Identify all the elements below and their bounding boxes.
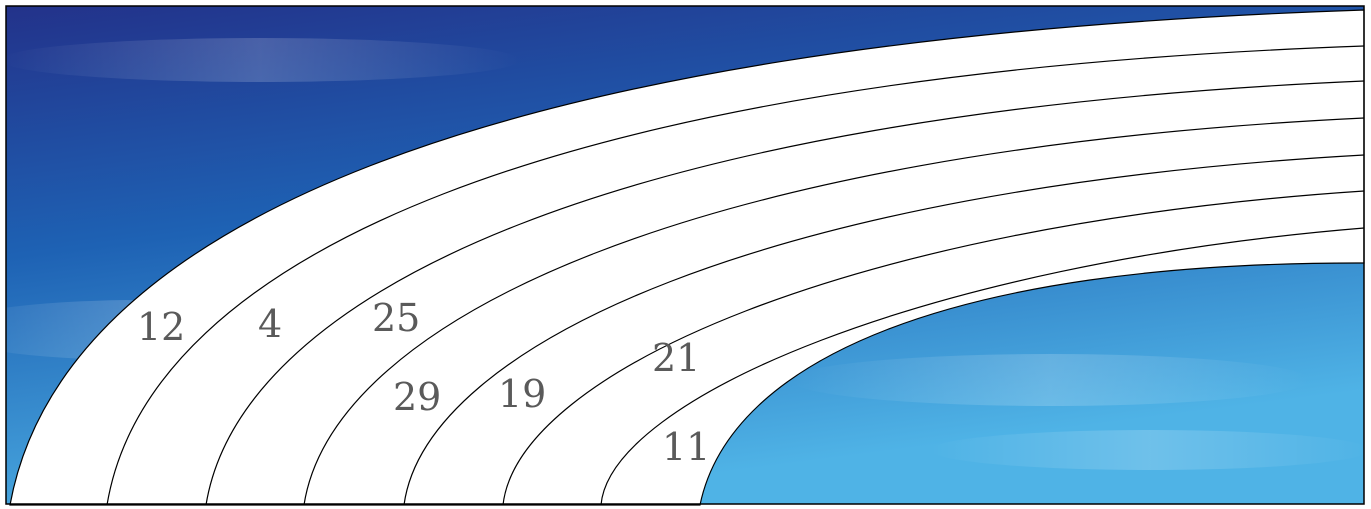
band-number-29: 29: [393, 375, 441, 419]
band-number-25: 25: [372, 296, 420, 340]
band-number-4: 4: [258, 302, 282, 346]
band-number-19: 19: [498, 372, 546, 416]
band-divider-line: [502, 190, 1365, 506]
band-number-21: 21: [652, 336, 700, 380]
band-divider-line: [205, 80, 1365, 506]
band-divider-line: [403, 154, 1365, 506]
band-divider-line: [600, 227, 1365, 506]
band-divider-line: [106, 45, 1365, 506]
band-dividers: [106, 45, 1365, 506]
band-number-12: 12: [137, 305, 185, 349]
band-number-11: 11: [662, 425, 710, 469]
band-divider-line: [303, 117, 1365, 506]
rainbow-bands: [9, 9, 1365, 506]
band-numbers: 12 4 25 29 19 21 11: [137, 296, 710, 469]
frame-border: [5, 5, 1365, 505]
